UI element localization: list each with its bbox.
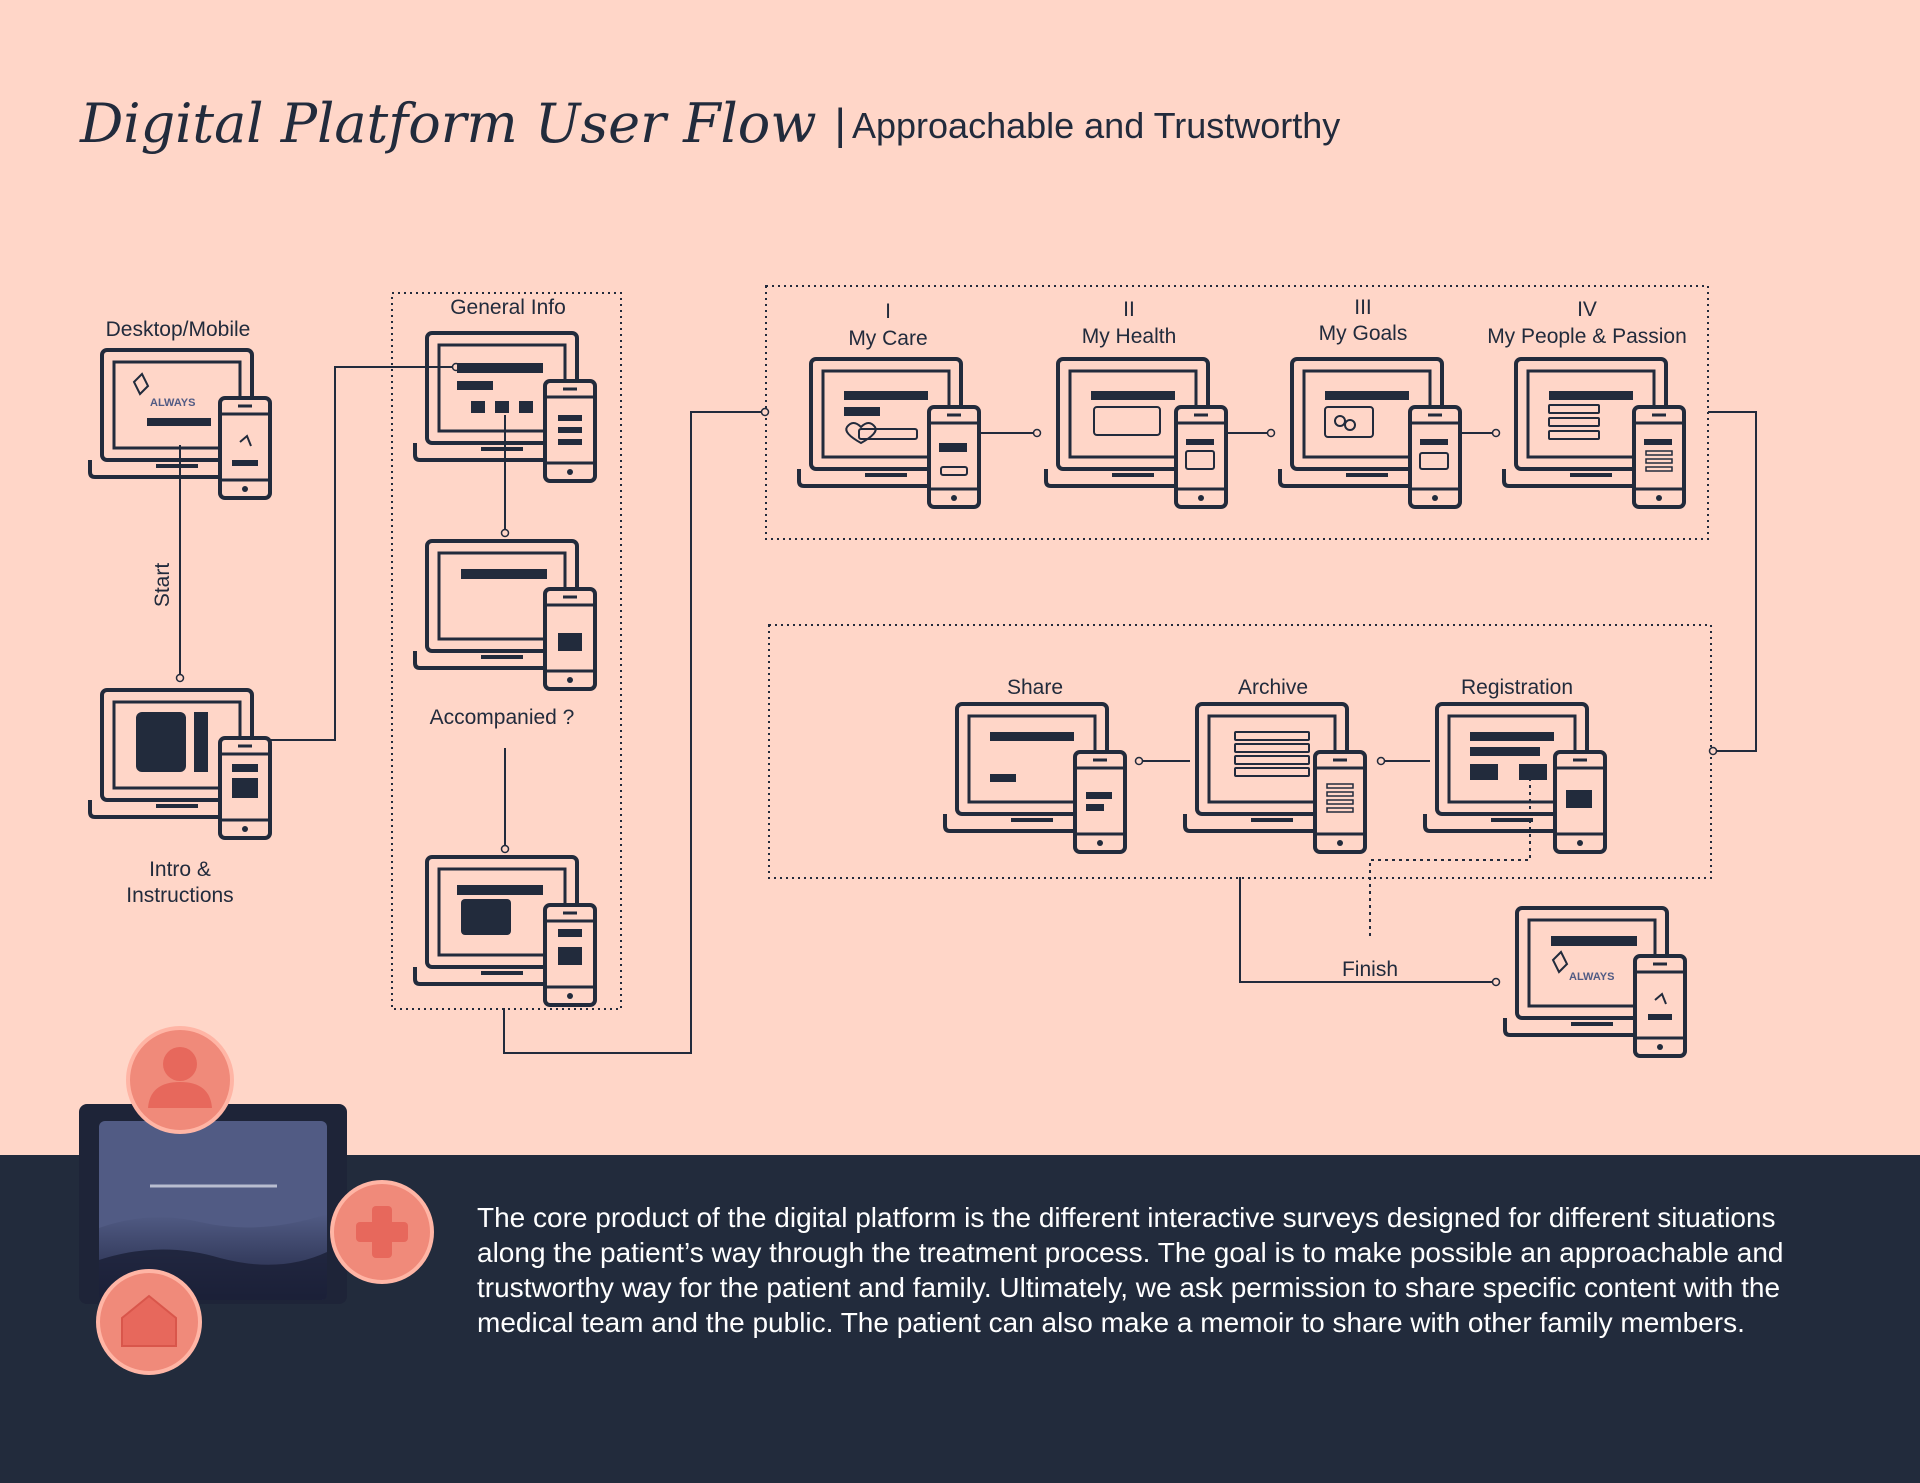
plus-icon xyxy=(330,1180,434,1284)
general-info-group xyxy=(391,292,622,1010)
step-name: Share xyxy=(1007,676,1063,699)
page-header: Digital Platform User Flow |Approachable … xyxy=(80,92,1340,155)
step-numeral: III xyxy=(1354,296,1372,319)
my-people-device-icon xyxy=(1502,357,1686,509)
general-info-device-icon xyxy=(413,331,597,483)
page-title: Digital Platform User Flow xyxy=(80,92,817,155)
finish-device-icon: ALWAYS xyxy=(1503,906,1687,1058)
survey-step-my-goals[interactable]: III My Goals xyxy=(1278,296,1462,509)
logo-wordmark: ALWAYS xyxy=(150,397,195,409)
registration-device-icon xyxy=(1423,702,1607,854)
my-goals-device-icon xyxy=(1278,357,1462,509)
step-name: My People & Passion xyxy=(1487,325,1687,348)
user-icon xyxy=(126,1026,234,1134)
finish-label: Finish xyxy=(1342,958,1398,981)
survey-step-my-people-passion[interactable]: IV My People & Passion xyxy=(1487,298,1687,509)
survey-step-my-care[interactable]: I My Care xyxy=(797,300,981,509)
archive-device-icon xyxy=(1183,702,1367,854)
step-numeral: IV xyxy=(1577,298,1597,321)
landing-device-icon: ALWAYS xyxy=(88,348,272,500)
step-numeral: I xyxy=(885,300,891,323)
start-label: Start xyxy=(151,563,174,608)
intro-label-line1: Intro & xyxy=(149,858,211,881)
share-device-icon xyxy=(943,702,1127,854)
step-name: My Goals xyxy=(1319,322,1408,345)
final-step-share[interactable]: Share xyxy=(943,676,1127,854)
step-name: Archive xyxy=(1238,676,1308,699)
step-name: Registration xyxy=(1461,676,1573,699)
logo-wordmark: ALWAYS xyxy=(1569,971,1614,983)
my-care-device-icon xyxy=(797,357,981,509)
desktop-mobile-label: Desktop/Mobile xyxy=(106,318,251,341)
accompanied-device-icon xyxy=(413,539,597,691)
final-step-registration[interactable]: Registration xyxy=(1423,676,1607,854)
my-health-device-icon xyxy=(1044,357,1228,509)
home-icon xyxy=(96,1269,202,1375)
intro-label-line2: Instructions xyxy=(126,884,233,907)
title-separator: | xyxy=(834,100,846,149)
general-info-label: General Info xyxy=(450,296,566,319)
survey-step-my-health[interactable]: II My Health xyxy=(1044,298,1228,509)
step-name: My Care xyxy=(848,327,927,350)
accompanied-label: Accompanied ? xyxy=(430,706,575,729)
description-text: The core product of the digital platform… xyxy=(477,1202,1784,1338)
intro-device-icon xyxy=(88,688,272,840)
accompanied-detail-device-icon xyxy=(413,855,597,1007)
step-numeral: II xyxy=(1123,298,1135,321)
flow-connectors xyxy=(179,366,1757,1054)
page-subtitle: Approachable and Trustworthy xyxy=(851,105,1341,146)
step-name: My Health xyxy=(1082,325,1177,348)
heart-icon xyxy=(845,422,877,445)
final-step-archive[interactable]: Archive xyxy=(1183,676,1367,854)
